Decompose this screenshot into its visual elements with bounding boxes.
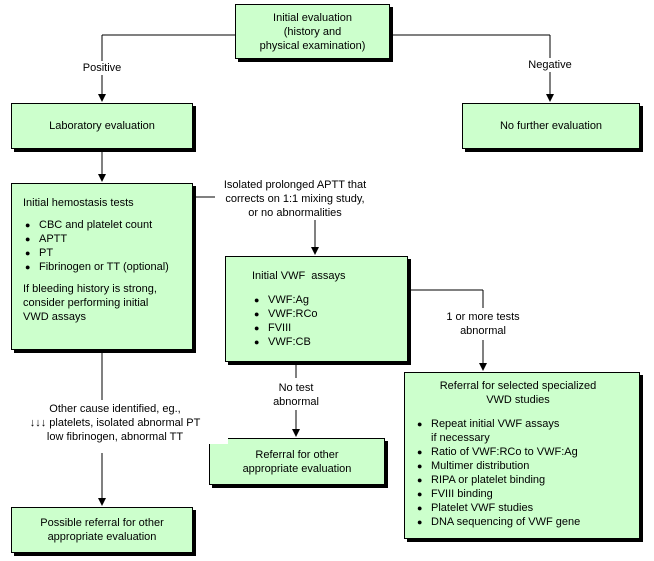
- vwf-assay-item: FVIII: [252, 321, 407, 335]
- isolated-aptt-label: Isolated prolonged APTT that corrects on…: [215, 178, 375, 220]
- specialized-item: Platelet VWF studies: [415, 501, 639, 515]
- referral-other-left-box: Possible referral for other appropriate …: [11, 507, 193, 553]
- vwf-assay-item: VWF:CB: [252, 335, 407, 349]
- positive-label: Positive: [76, 61, 128, 75]
- no-further-evaluation-box: No further evaluation: [462, 103, 640, 149]
- no-further-evaluation-text: No further evaluation: [499, 120, 603, 132]
- referral-other-middle-text: Referral for other appropriate evaluatio…: [242, 448, 352, 475]
- vwf-assays-title: Initial VWF assays: [252, 270, 346, 282]
- vwf-assays-box: Initial VWF assays VWF:Ag VWF:RCo FVIII …: [225, 256, 408, 362]
- vwf-assay-item: VWF:RCo: [252, 307, 407, 321]
- specialized-item: FVIII binding: [415, 487, 639, 501]
- vwf-assay-item: VWF:Ag: [252, 293, 407, 307]
- vwf-assays-list: VWF:Ag VWF:RCo FVIII VWF:CB: [252, 293, 407, 349]
- specialized-item: Ratio of VWF:RCo to VWF:Ag: [415, 445, 639, 459]
- hemostasis-tests-list: CBC and platelet count APTT PT Fibrinoge…: [23, 218, 192, 274]
- tests-abnormal-label: 1 or more tests abnormal: [436, 310, 530, 338]
- referral-other-middle-box: Referral for other appropriate evaluatio…: [209, 438, 385, 485]
- initial-evaluation-text: Initial evaluation (history and physical…: [259, 11, 366, 52]
- laboratory-evaluation-text: Laboratory evaluation: [49, 120, 155, 132]
- hemostasis-item: Fibrinogen or TT (optional): [23, 260, 192, 274]
- specialized-item: Repeat initial VWF assays if necessary: [415, 417, 639, 445]
- no-test-abnormal-label: No test abnormal: [266, 381, 326, 409]
- specialized-referral-title: Referral for selected specialized VWD st…: [439, 380, 597, 406]
- other-cause-label: Other cause identified, eg., ↓↓↓ platele…: [2, 402, 228, 444]
- hemostasis-item: PT: [23, 246, 192, 260]
- hemostasis-tests-title: Initial hemostasis tests: [23, 197, 134, 209]
- hemostasis-item: APTT: [23, 232, 192, 246]
- laboratory-evaluation-box: Laboratory evaluation: [11, 103, 193, 149]
- hemostasis-item: CBC and platelet count: [23, 218, 192, 232]
- negative-label: Negative: [522, 58, 578, 72]
- specialized-item: Multimer distribution: [415, 459, 639, 473]
- referral-other-left-text: Possible referral for other appropriate …: [40, 517, 164, 543]
- hemostasis-tests-box: Initial hemostasis tests CBC and platele…: [11, 183, 193, 350]
- initial-evaluation-box: Initial evaluation (history and physical…: [235, 4, 390, 59]
- specialized-item: DNA sequencing of VWF gene: [415, 515, 639, 529]
- specialized-referral-list: Repeat initial VWF assays if necessary R…: [415, 417, 639, 529]
- specialized-item: RIPA or platelet binding: [415, 473, 639, 487]
- hemostasis-note: If bleeding history is strong, consider …: [23, 283, 157, 323]
- specialized-referral-box: Referral for selected specialized VWD st…: [404, 372, 640, 539]
